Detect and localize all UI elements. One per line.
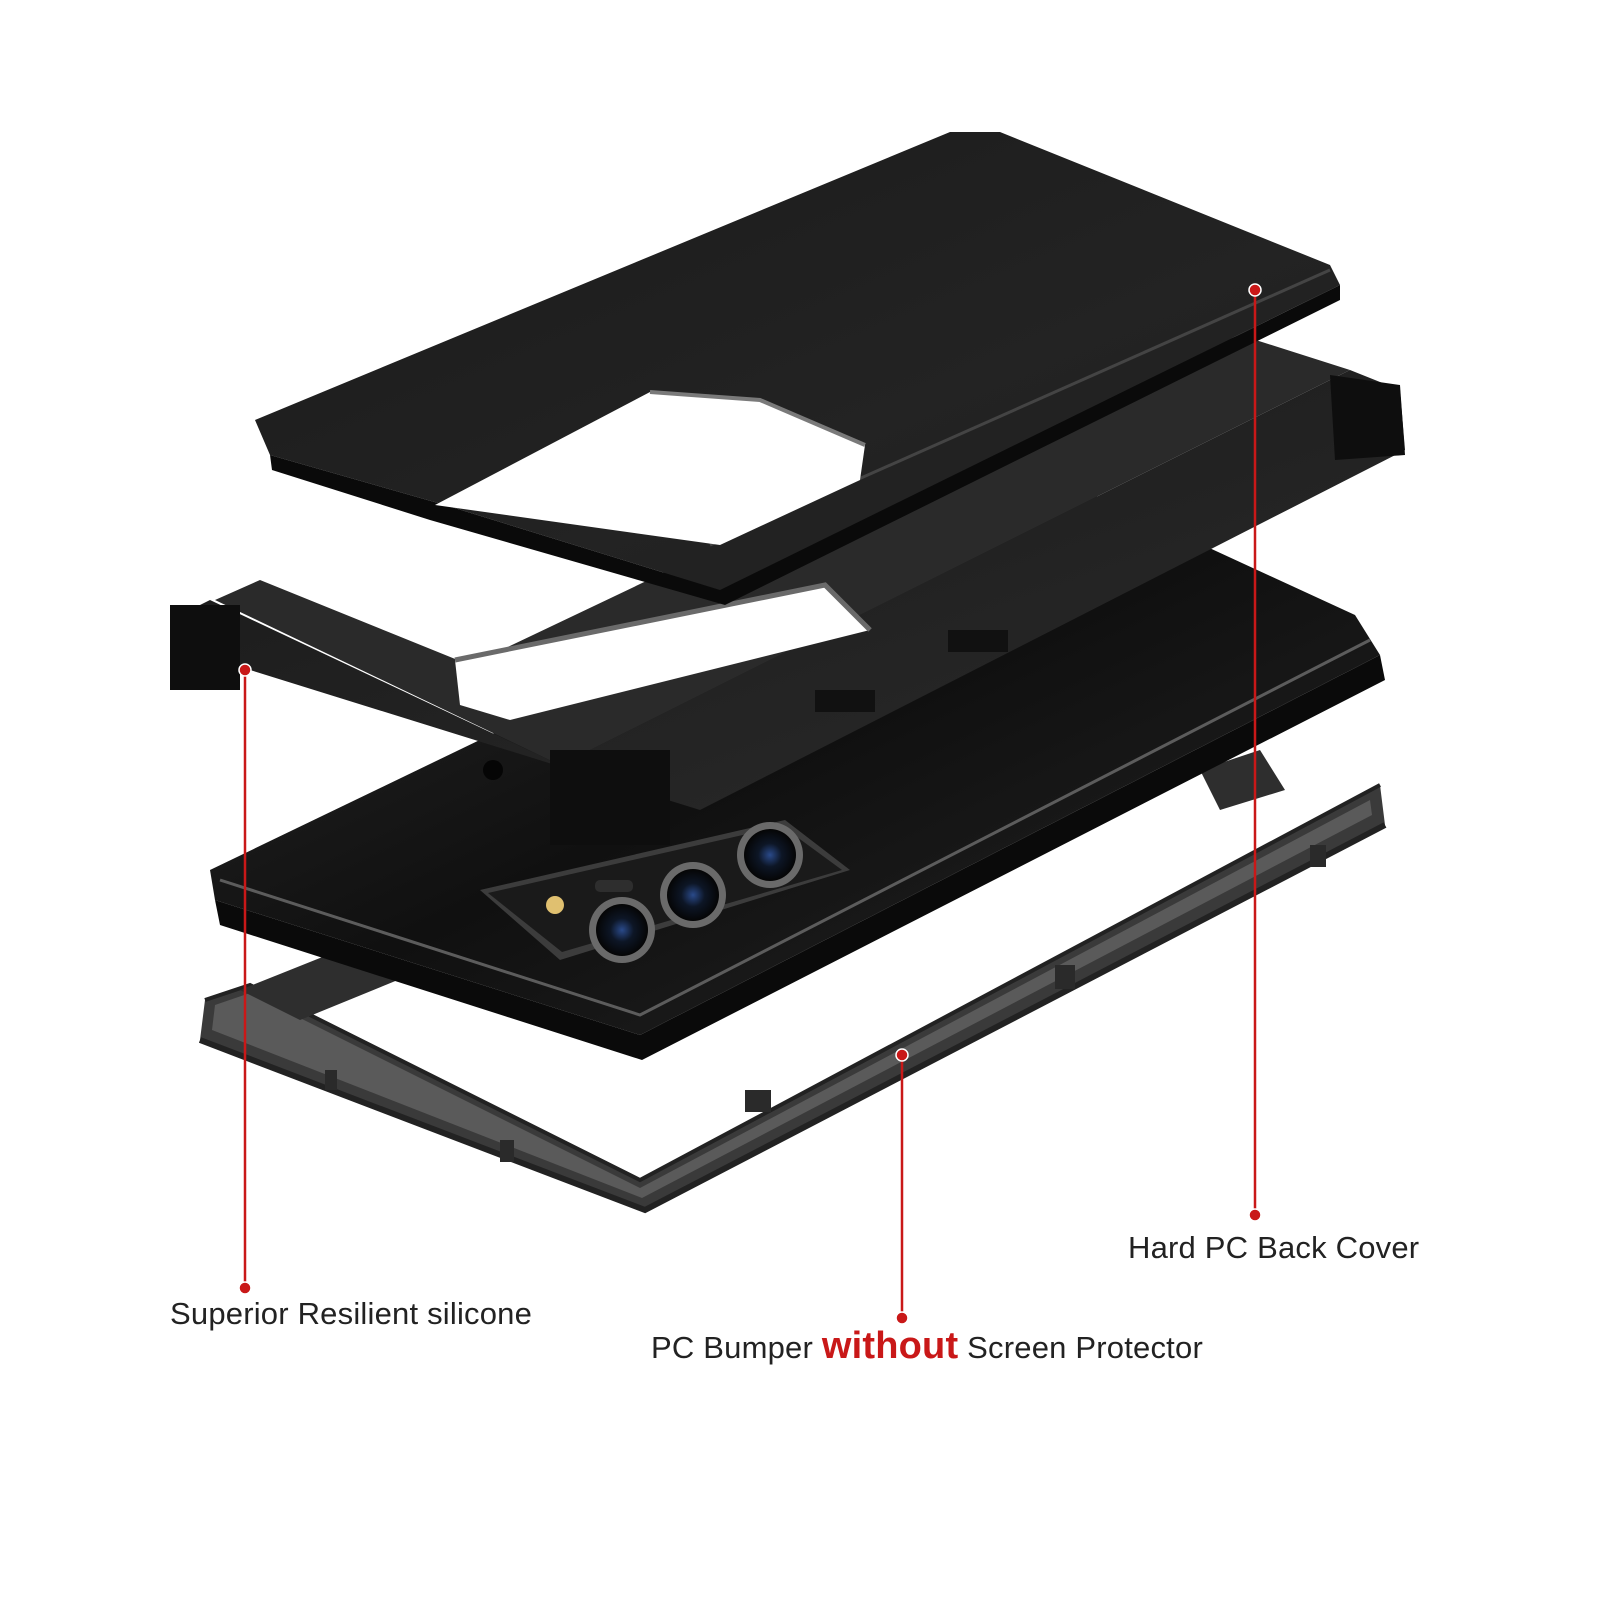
- bumper-label-suffix: Screen Protector: [967, 1330, 1203, 1365]
- bumper-label-prefix: PC Bumper: [651, 1330, 814, 1365]
- back-cover-label: Hard PC Back Cover: [1128, 1230, 1419, 1266]
- back-cover-label-text: Hard PC Back Cover: [1128, 1230, 1420, 1265]
- camera-module: [480, 820, 850, 963]
- leader-lines: [238, 283, 1262, 1325]
- bumper-label: PC Bumper without Screen Protector: [651, 1325, 1203, 1368]
- silicone-label: Superior Resilient silicone: [170, 1296, 532, 1332]
- bumper-label-highlight: without: [821, 1325, 959, 1367]
- silicone-label-text: Superior Resilient silicone: [170, 1296, 533, 1331]
- pc-bumper-frame: [198, 750, 1387, 1214]
- hard-pc-back-cover: [255, 132, 1340, 605]
